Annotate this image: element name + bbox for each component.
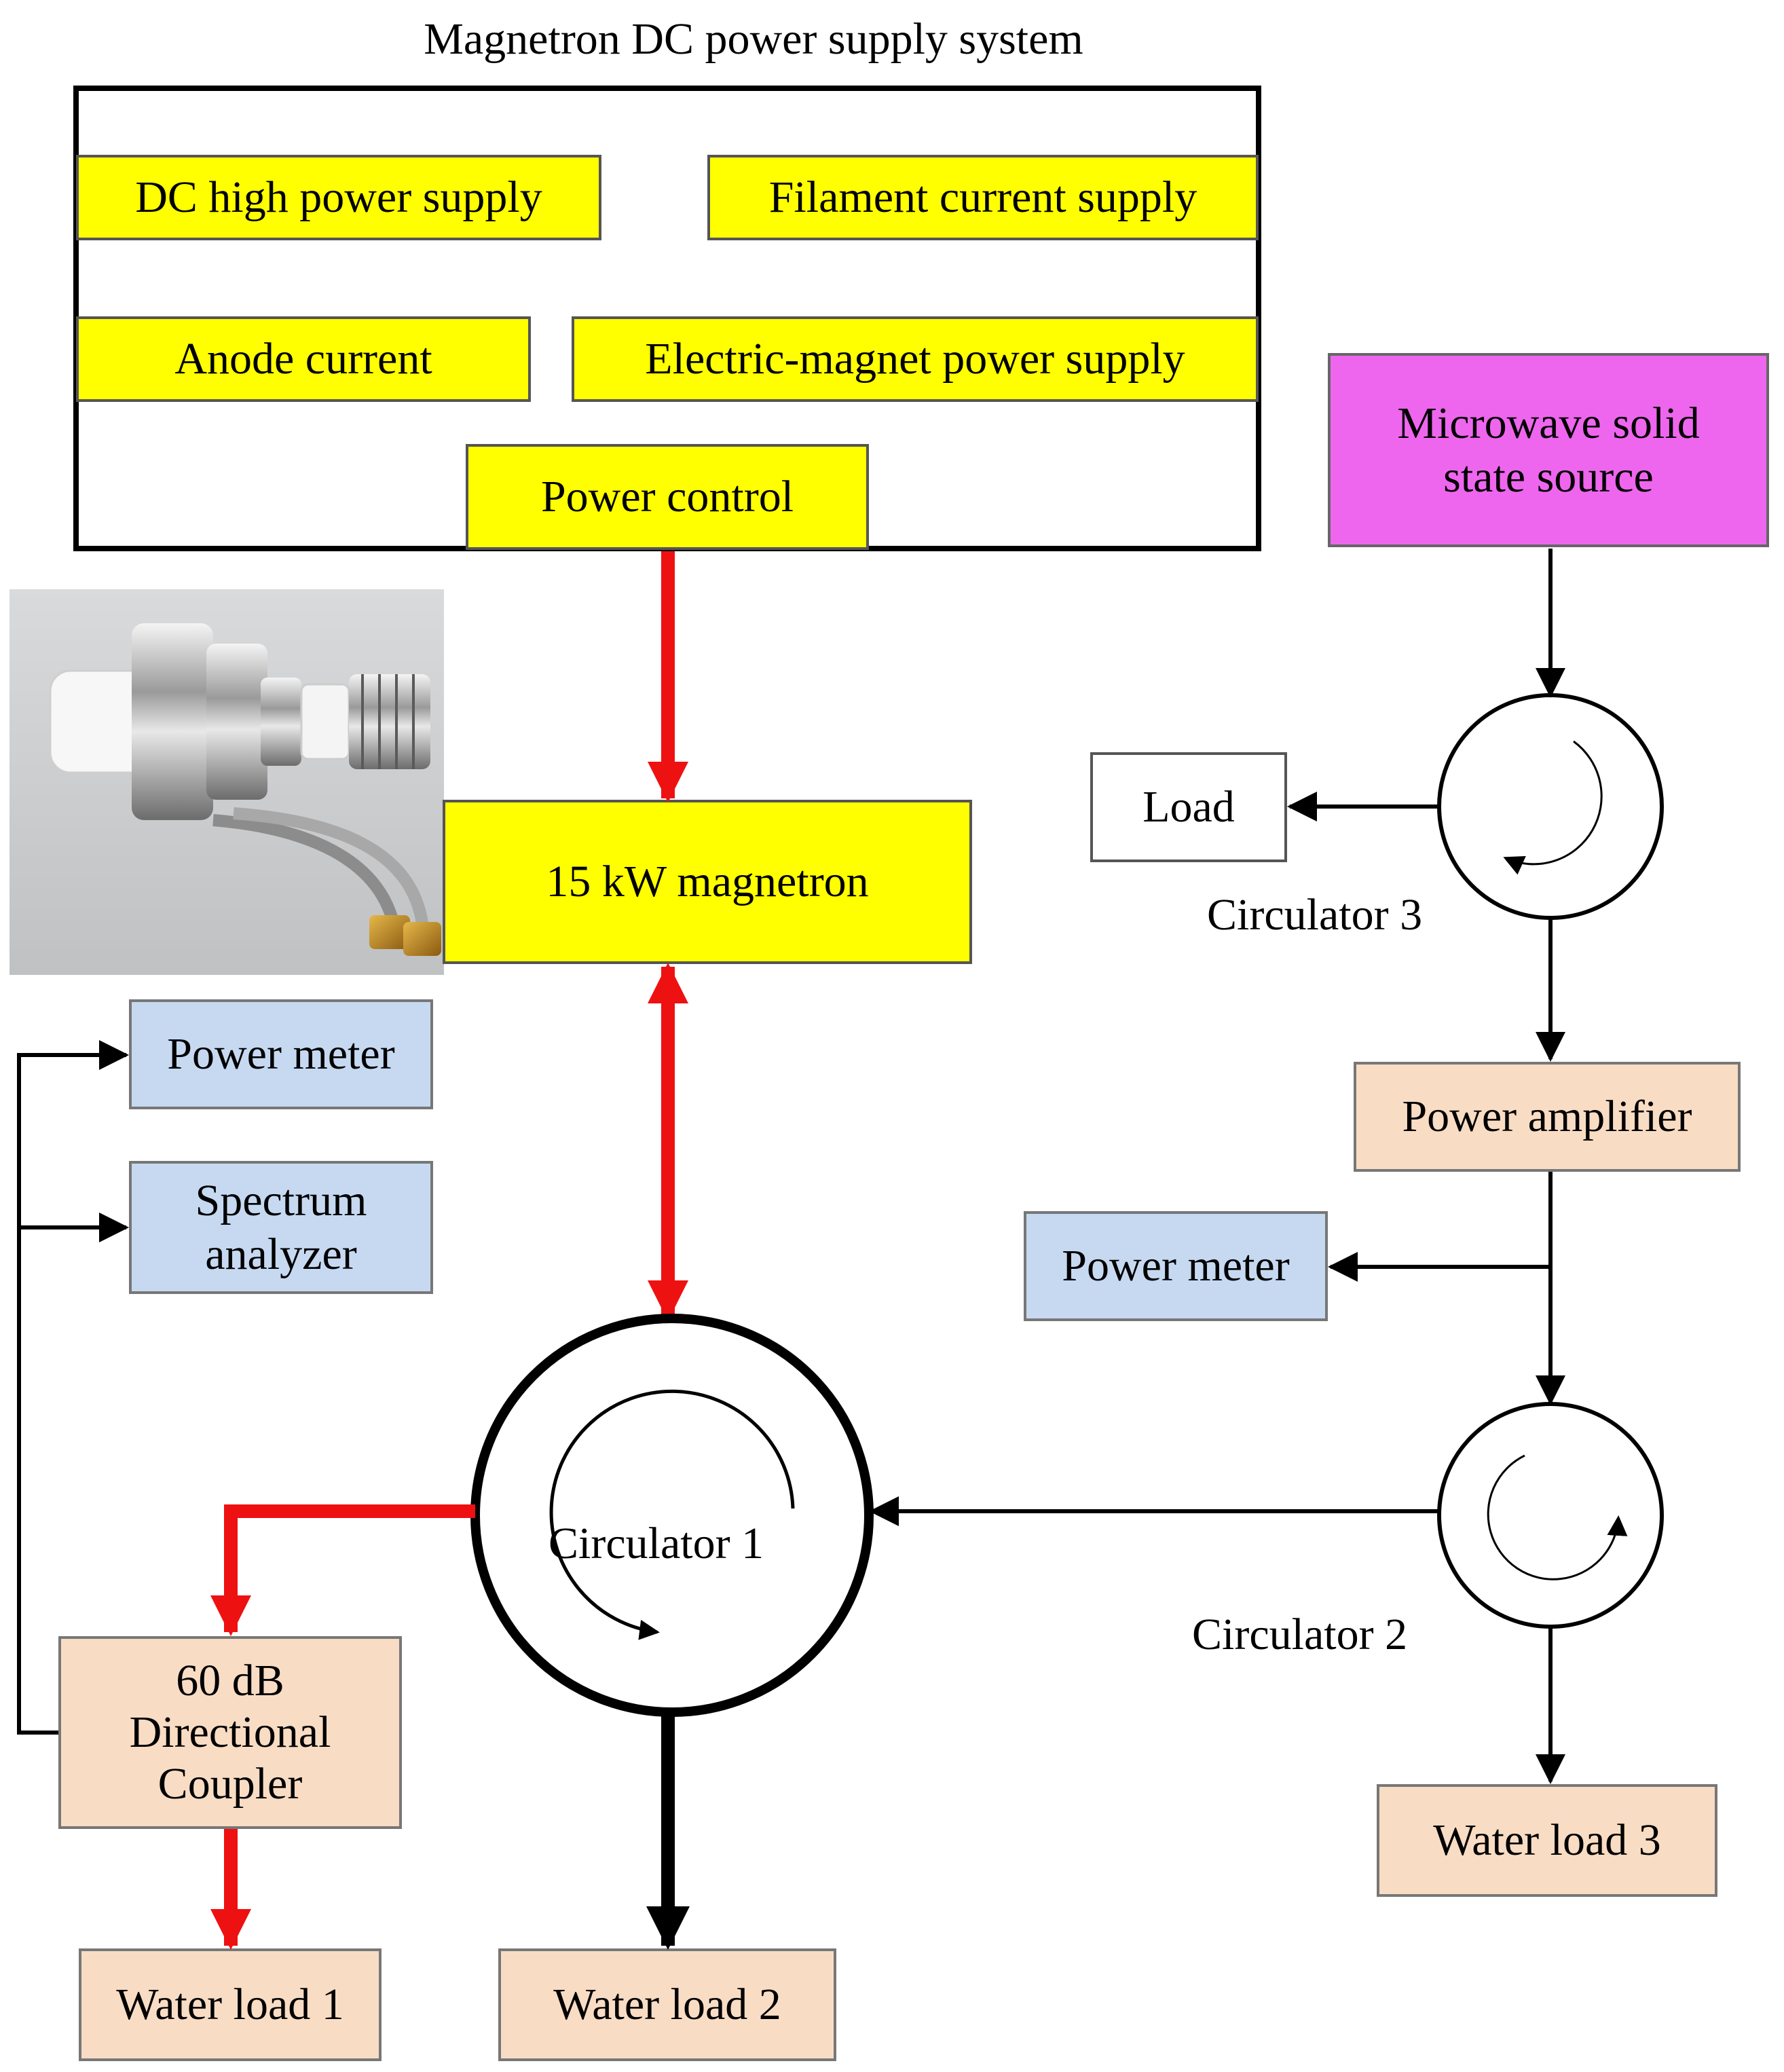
circulator-2-rotation-icon <box>1487 1454 1628 1580</box>
spectrum-line-1: Spectrum <box>195 1175 367 1225</box>
directional-coupler-block: 60 dB Directional Coupler <box>58 1636 402 1829</box>
circulator-1-ring <box>470 1314 874 1717</box>
line-coupler-sample <box>17 1040 129 1735</box>
load-block: Load <box>1090 752 1287 862</box>
arrow-circulator1-to-coupler <box>210 1504 475 1636</box>
circulator-1-label: Circulator 1 <box>549 1519 764 1568</box>
dc-high-power-supply-block: DC high power supply <box>76 155 601 240</box>
filament-current-supply-block: Filament current supply <box>707 155 1259 240</box>
circulator-2-label: Circulator 2 <box>1192 1610 1408 1659</box>
electric-magnet-power-supply-block: Electric-magnet power supply <box>572 316 1259 402</box>
water-load-2-block: Water load 2 <box>498 1948 836 2061</box>
coupler-line-2: Directional <box>129 1707 331 1758</box>
coupler-line-3: Coupler <box>157 1758 303 1809</box>
water-load-3-block: Water load 3 <box>1377 1784 1717 1897</box>
source-line-2: state source <box>1443 452 1654 502</box>
circulator-1-rotation-icon <box>549 1389 795 1640</box>
water-load-1-block: Water load 1 <box>79 1948 382 2061</box>
anode-current-block: Anode current <box>76 316 531 402</box>
circulator-3-ring <box>1437 693 1664 920</box>
power-control-block: Power control <box>466 444 869 550</box>
source-line-1: Microwave solid <box>1397 398 1700 448</box>
coupler-line-1: 60 dB <box>176 1656 284 1706</box>
circulator-3-rotation-icon <box>1503 740 1603 875</box>
magnetron-block: 15 kW magnetron <box>443 800 972 964</box>
power-meter-left-block: Power meter <box>129 999 433 1109</box>
magnetron-illustration <box>49 623 441 956</box>
spectrum-analyzer-block: Spectrum analyzer <box>129 1161 433 1294</box>
power-amplifier-block: Power amplifier <box>1354 1062 1741 1172</box>
spectrum-line-2: analyzer <box>205 1229 357 1279</box>
circulator-2-ring <box>1437 1402 1664 1629</box>
microwave-solid-state-source-block: Microwave solid state source <box>1328 353 1769 547</box>
power-meter-right-block: Power meter <box>1024 1211 1328 1321</box>
system-title: Magnetron DC power supply system <box>424 14 1083 64</box>
magnetron-photo <box>10 589 444 975</box>
circulator-3-label: Circulator 3 <box>1207 890 1423 940</box>
